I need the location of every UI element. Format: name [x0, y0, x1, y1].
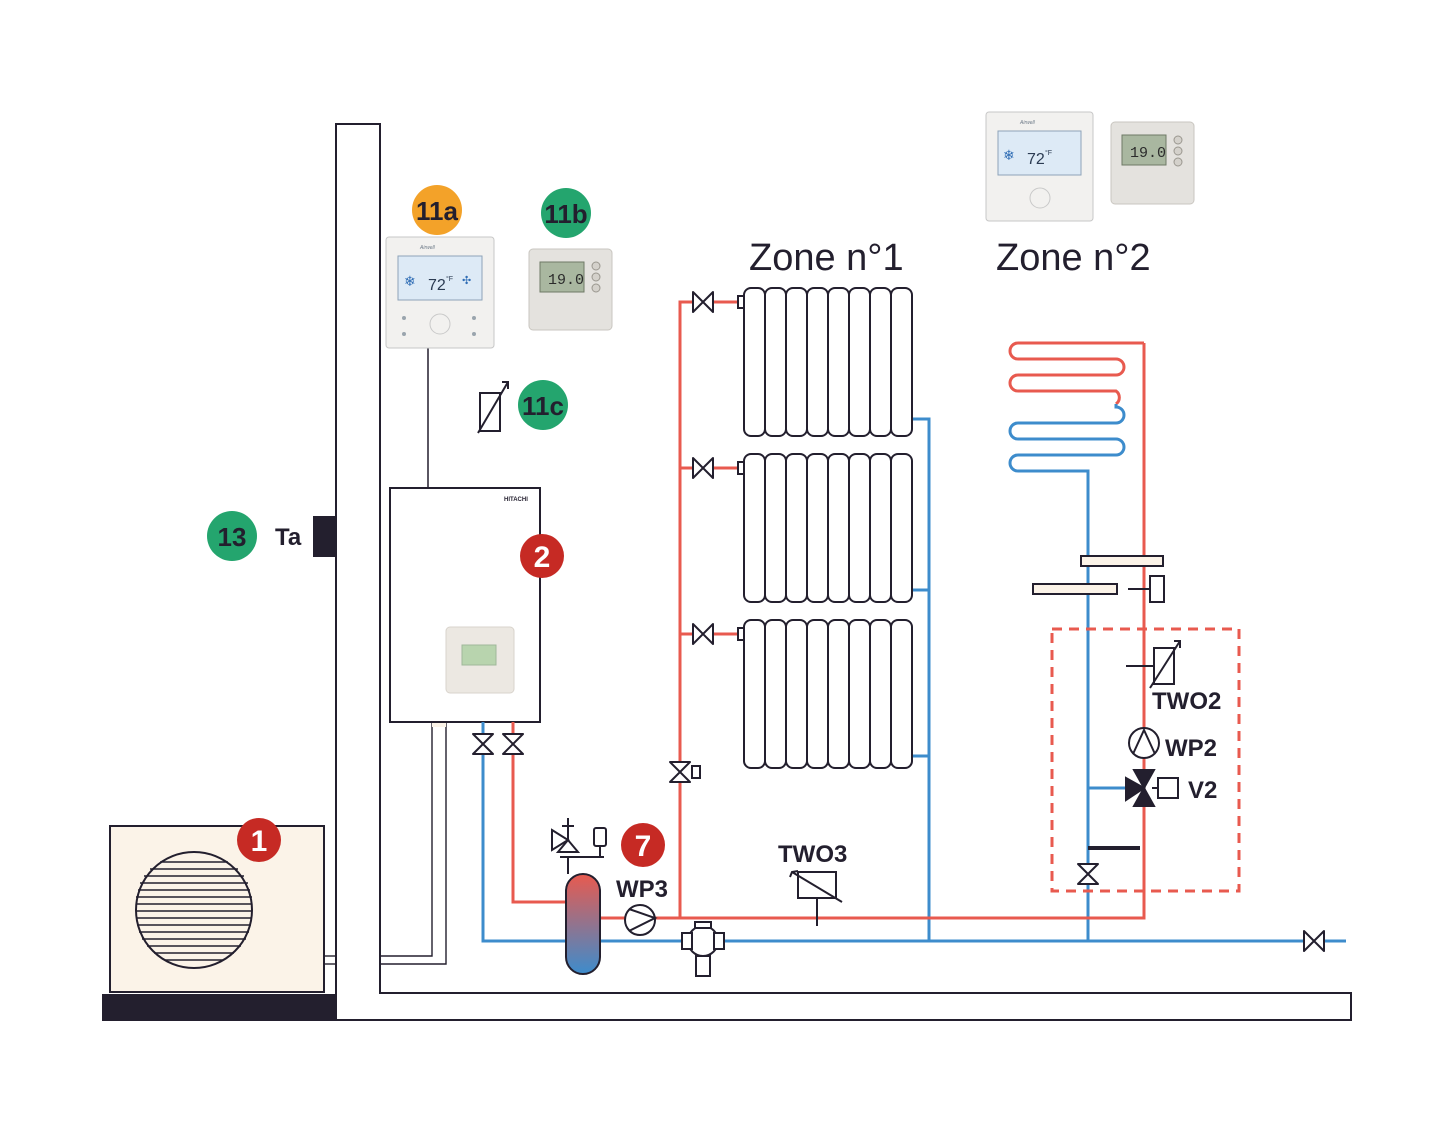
badge-indoor-unit: 2	[520, 534, 564, 578]
controller-brand: Airwell	[419, 245, 436, 251]
three-way-valve-icon	[1125, 769, 1179, 807]
wp3-label: WP3	[616, 876, 668, 903]
snowflake-icon: ❄	[404, 273, 416, 289]
radiator-column	[743, 453, 766, 603]
unit-brand: HITACHI	[504, 497, 528, 503]
radiator-column	[890, 453, 913, 603]
radiator-column	[785, 453, 808, 603]
svg-text:11a: 11a	[416, 196, 458, 226]
svg-text:2: 2	[534, 541, 551, 574]
manifold-cold	[1032, 583, 1118, 595]
outdoor-unit	[109, 825, 325, 993]
wp2-pump-icon	[1128, 727, 1160, 759]
zone2-title: Zone n°2	[996, 237, 1151, 279]
badge-outdoor-unit: 1	[237, 818, 281, 862]
svg-text:11c: 11c	[522, 391, 564, 421]
zone2-snowflake-icon: ❄	[1003, 147, 1015, 163]
strainer-icon	[681, 921, 725, 977]
radiator-column	[785, 619, 808, 769]
zone1-title: Zone n°1	[749, 237, 904, 279]
radiator-column	[785, 287, 808, 437]
two2-label: TWO2	[1152, 688, 1221, 715]
thermostat-reading: 19.0	[548, 272, 584, 289]
wp2-label: WP2	[1165, 735, 1217, 762]
svg-text:1: 1	[251, 825, 268, 858]
radiator-column	[869, 619, 892, 769]
radiator-column	[827, 287, 850, 437]
fan-speed-icon: ✣	[462, 275, 471, 287]
badge-remote-controller: 11a	[412, 185, 462, 235]
ambient-sensor	[313, 516, 335, 557]
room-thermostat-11b[interactable]: 19.0	[528, 248, 613, 331]
indoor-unit: HITACHI	[389, 487, 541, 723]
v2-label: V2	[1188, 777, 1217, 804]
radiator-column	[743, 287, 766, 437]
zone2-controller-temp-unit: °F	[1045, 149, 1052, 157]
temperature-sensor-icon	[477, 381, 509, 434]
svg-text:11b: 11b	[544, 199, 587, 229]
underfloor-coil	[1008, 341, 1144, 476]
radiator-column	[869, 287, 892, 437]
expansion-vessel-icon	[593, 827, 607, 847]
radiator-column	[764, 619, 787, 769]
radiator-column	[806, 619, 829, 769]
zone2-room-thermostat[interactable]: 19.0	[1110, 121, 1195, 205]
radiator-bottom	[737, 619, 913, 769]
badge-sensor: 11c	[518, 380, 568, 430]
indoor-unit-valves	[472, 733, 524, 755]
badge-room-thermostat: 11b	[541, 188, 591, 238]
radiator-middle	[737, 453, 913, 603]
zone2-remote-controller[interactable]: Airwell ❄ 72 °F	[985, 111, 1094, 222]
radiator-column	[806, 453, 829, 603]
safety-valve-icon	[551, 818, 581, 853]
zone2-controller-temp: 72	[1027, 151, 1045, 168]
buffer-tank	[565, 873, 601, 975]
zone2-mixing-group	[1050, 627, 1241, 893]
radiator-column	[764, 287, 787, 437]
fan-icon	[136, 861, 252, 961]
outdoor-base-slab	[102, 994, 336, 1021]
zone2-thermostat-reading: 19.0	[1130, 145, 1166, 162]
radiator-top	[737, 287, 913, 437]
remote-controller-11a[interactable]: Airwell ❄ 72 °F ✣	[385, 236, 495, 349]
radiator-column	[869, 453, 892, 603]
two3-sensor-icon	[789, 870, 843, 926]
radiator-column	[806, 287, 829, 437]
two2-sensor-icon	[1126, 640, 1181, 689]
badge-buffer-group: 7	[621, 823, 665, 867]
controller-temp-unit: °F	[446, 275, 453, 283]
radiator-column	[848, 619, 871, 769]
radiator-column	[827, 453, 850, 603]
svg-text:7: 7	[635, 830, 652, 863]
two3-label: TWO3	[778, 841, 847, 868]
pump-icon	[624, 904, 658, 936]
radiator-column	[890, 287, 913, 437]
controller-temp: 72	[428, 277, 446, 294]
bypass-valve	[669, 761, 701, 783]
manifold-hot	[1080, 555, 1164, 567]
radiator-column	[848, 453, 871, 603]
zone2-controller-brand: Airwell	[1019, 120, 1036, 126]
ambient-label: Ta	[275, 524, 302, 551]
cold-return-piping	[481, 417, 1346, 943]
badge-ambient-sensor: 13	[207, 511, 257, 561]
radiator-column	[743, 619, 766, 769]
svg-text:13: 13	[218, 522, 247, 552]
radiator-column	[890, 619, 913, 769]
zone2-limit-thermostat	[1128, 575, 1165, 603]
radiator-column	[827, 619, 850, 769]
radiator-column	[764, 453, 787, 603]
zone2-drain-valve	[1077, 863, 1099, 885]
indoor-unit-display	[461, 644, 497, 666]
radiator-column	[848, 287, 871, 437]
